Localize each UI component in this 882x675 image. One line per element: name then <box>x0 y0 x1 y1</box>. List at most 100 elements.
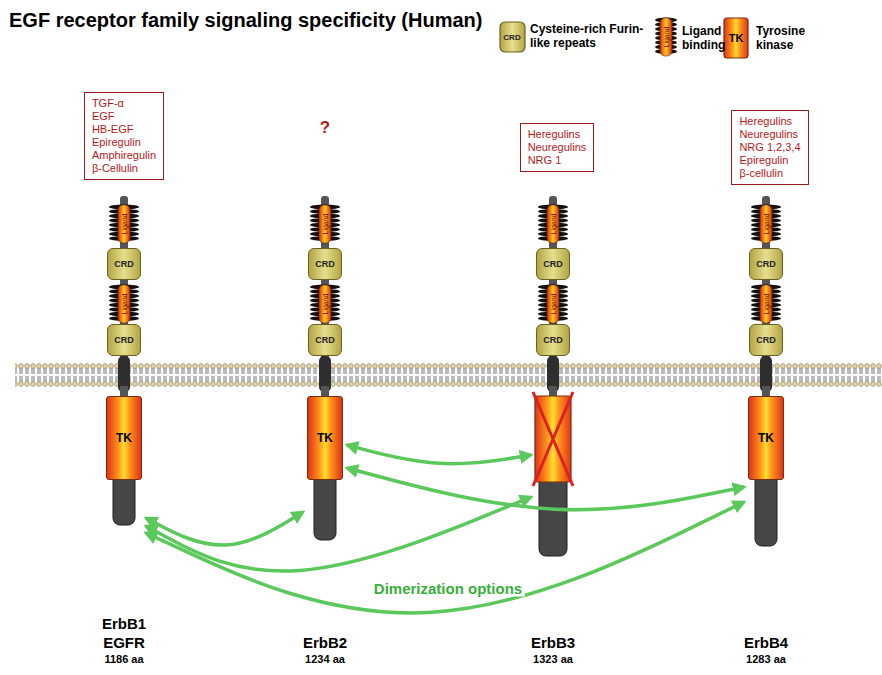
tk-icon-text: TK <box>729 32 744 44</box>
ligand-list-box: HeregulinsNeuregulinsNRG 1,2,3,4Epiregul… <box>731 110 808 185</box>
node-text: Heregulins <box>739 115 800 128</box>
ligand-binding-coil <box>310 205 340 243</box>
receptor: ErbB21234 aaLigandCRDLigandCRDTK <box>303 196 347 540</box>
ligand-binding-coil <box>751 285 781 323</box>
tyrosine-kinase-box: TK <box>307 396 343 480</box>
ligand-binding-coil <box>109 285 139 323</box>
node-text: CRD <box>543 335 563 345</box>
ligand-binding-coil <box>538 205 568 243</box>
crd-domain: CRD <box>536 248 570 280</box>
receptor-caption: ErbB31323 aa <box>493 604 613 666</box>
unknown-ligand-mark: ? <box>320 118 330 138</box>
cell-membrane <box>15 363 882 387</box>
dimerization-label: Dimerization options <box>371 580 525 597</box>
node-text: CRD <box>756 259 776 269</box>
node-text: Amphiregulin <box>92 149 156 162</box>
node-text: EGF <box>92 110 156 123</box>
coil-core <box>118 205 130 243</box>
ligand-binding-domain: Ligand <box>750 284 782 324</box>
coil-core <box>118 285 130 323</box>
ligand-binding-domain: Ligand <box>309 284 341 324</box>
receptor-name: 1186 aa <box>104 652 143 666</box>
node-text: CRD <box>543 259 563 269</box>
node-text: CRD <box>315 335 335 345</box>
receptor-name: ErbB3 <box>531 633 575 652</box>
cytoplasmic-tail <box>539 470 567 556</box>
node-text: TK <box>317 431 333 445</box>
node-text: Ligand <box>322 213 329 234</box>
receptor-name: 1234 aa <box>305 652 345 666</box>
tk-legend-icon <box>724 18 748 58</box>
node-text: TK <box>116 431 132 445</box>
crd-domain: CRD <box>308 324 342 356</box>
cytoplasmic-tail <box>755 470 777 546</box>
crd-icon-text: CRD <box>503 33 520 42</box>
crd-domain: CRD <box>107 248 141 280</box>
node-text: Neuregulins <box>739 128 800 141</box>
ligand-binding-coil <box>310 285 340 323</box>
ligand-icon-text: Ligand <box>663 26 670 47</box>
dimerization-arrow <box>347 445 531 464</box>
crd-domain: CRD <box>308 248 342 280</box>
receptor: ErbB31323 aaLigandCRDLigandCRD <box>531 196 575 556</box>
ligand-binding-coil <box>655 18 677 56</box>
tyrosine-kinase-box: TK <box>106 396 142 480</box>
node-text: Epiregulin <box>92 136 156 149</box>
node-text: β-cellulin <box>739 167 800 180</box>
receptor-name: ErbB2 <box>303 633 347 652</box>
legend-text: Cysteine-rich Furin-like repeats <box>530 22 646 50</box>
node-text: CRD <box>315 259 335 269</box>
coil-core <box>319 285 331 323</box>
node-text: NRG 1,2,3,4 <box>739 141 800 154</box>
ligand-binding-domain: Ligand <box>108 204 140 244</box>
receptor-caption: ErbB41283 aa <box>706 604 826 666</box>
node-text: TGF-α <box>92 97 156 110</box>
crd-domain: CRD <box>107 324 141 356</box>
coil-core <box>660 18 672 56</box>
coil-core <box>760 205 772 243</box>
ligand-list-box: HeregulinsNeuregulinsNRG 1 <box>520 123 595 172</box>
coil-core <box>547 205 559 243</box>
ligand-binding-coil <box>109 205 139 243</box>
node-text: Ligand <box>322 293 329 314</box>
node-text: Epiregulin <box>739 154 800 167</box>
coil-core <box>319 205 331 243</box>
cytoplasmic-tail <box>314 470 336 540</box>
kinase-cross <box>533 392 573 486</box>
receptor-name: ErbB4 <box>744 633 788 652</box>
receptor-name: 1323 aa <box>533 652 573 666</box>
node-text: CRD <box>114 335 134 345</box>
crd-domain: CRD <box>749 248 783 280</box>
dimerization-arrow <box>146 502 744 613</box>
receptor-name: ErbB1 <box>102 614 146 633</box>
ligand-binding-domain: Ligand <box>108 284 140 324</box>
receptor: ErbB41283 aaLigandCRDLigandCRDTK <box>744 196 788 546</box>
dimerization-arrow <box>347 468 744 510</box>
node-text: HB-EGF <box>92 123 156 136</box>
ligand-binding-coil <box>751 205 781 243</box>
ligand-binding-domain: Ligand <box>750 204 782 244</box>
crd-domain: CRD <box>749 324 783 356</box>
node-text: Neuregulins <box>528 141 587 154</box>
ligand-list-box: TGF-αEGFHB-EGFEpiregulinAmphiregulinβ-Ce… <box>84 92 164 180</box>
node-text: Ligand <box>763 293 770 314</box>
node-text: CRD <box>756 335 776 345</box>
receptor-caption: ErbB21234 aa <box>265 604 385 666</box>
crd-legend-icon <box>500 22 525 52</box>
diagram-title: EGF receptor family signaling specificit… <box>9 8 499 33</box>
node-text: Heregulins <box>528 128 587 141</box>
coil-core <box>760 285 772 323</box>
node-text: Ligand <box>763 213 770 234</box>
legend-text: Tyrosine kinase <box>756 24 820 52</box>
node-text: Ligand <box>121 293 128 314</box>
ligand-binding-domain: Ligand <box>537 284 569 324</box>
receptor-caption: ErbB1EGFR1186 aa <box>64 604 184 666</box>
receptor-name: EGFR <box>103 633 145 652</box>
receptor-body <box>533 196 573 556</box>
ligand-binding-coil <box>538 285 568 323</box>
coil-core <box>547 285 559 323</box>
legend-text: Ligand binding <box>682 24 736 52</box>
node-text: Ligand <box>550 213 557 234</box>
tyrosine-kinase-box: TK <box>748 396 784 480</box>
